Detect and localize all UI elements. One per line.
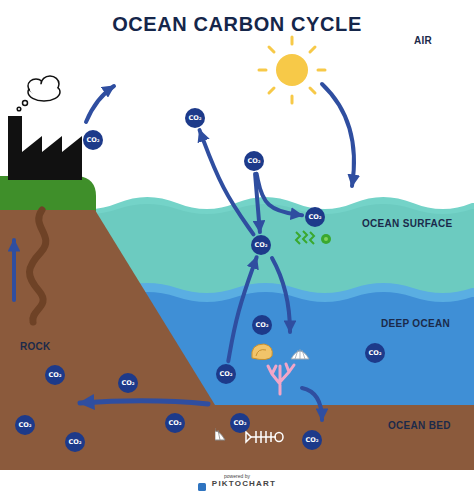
co2-bubble: CO₂ bbox=[185, 108, 205, 128]
factory-building bbox=[8, 116, 82, 180]
co2-bubble: CO₂ bbox=[165, 413, 185, 433]
co2-bubble: CO₂ bbox=[45, 365, 65, 385]
watermark: powered byPIKTOCHART bbox=[0, 474, 474, 488]
surface-wave bbox=[0, 204, 474, 470]
co2-bubble: CO₂ bbox=[216, 364, 236, 384]
co2-bubble: CO₂ bbox=[230, 413, 250, 433]
flow-arrow bbox=[255, 174, 260, 232]
co2-label: CO₂ bbox=[247, 158, 260, 165]
co2-label: CO₂ bbox=[121, 380, 134, 387]
region-label: DEEP OCEAN bbox=[381, 319, 450, 329]
coral bbox=[268, 364, 294, 394]
region-band: AIR CO₂ CO₂ CO₂ bbox=[0, 35, 474, 195]
rock-shape bbox=[0, 210, 215, 470]
region-band: OCEAN BED CO₂ CO₂ CO₂ bbox=[150, 405, 474, 470]
co2-label: CO₂ bbox=[305, 437, 318, 444]
region-label: OCEAN BED bbox=[388, 421, 451, 431]
smoke-cloud bbox=[17, 76, 60, 111]
region-band: ROCK CO₂ CO₂ CO₂ CO₂ bbox=[0, 205, 215, 470]
co2-label: CO₂ bbox=[188, 115, 201, 122]
sunlight-arrow bbox=[322, 84, 354, 186]
sea-plant bbox=[321, 234, 331, 244]
co2-bubble: CO₂ bbox=[244, 151, 264, 171]
co2-label: CO₂ bbox=[308, 214, 321, 221]
co2-label: CO₂ bbox=[86, 137, 99, 144]
sinking-arrow bbox=[272, 258, 290, 332]
settling-arrow bbox=[302, 388, 322, 420]
co2-label: CO₂ bbox=[68, 439, 81, 446]
emission-arrow bbox=[86, 86, 114, 122]
co2-bubble: CO₂ bbox=[305, 207, 325, 227]
grass-hill bbox=[0, 176, 96, 212]
co2-label: CO₂ bbox=[254, 242, 267, 249]
co2-label: CO₂ bbox=[368, 350, 381, 357]
factory bbox=[8, 76, 82, 180]
co2-label: CO₂ bbox=[168, 420, 181, 427]
fish-skeleton bbox=[246, 431, 283, 443]
co2-label: CO₂ bbox=[18, 422, 31, 429]
co2-bubble: CO₂ bbox=[118, 373, 138, 393]
co2-bubble: CO₂ bbox=[65, 432, 85, 452]
co2-bubble: CO₂ bbox=[15, 415, 35, 435]
flow-arrow bbox=[200, 130, 254, 234]
scallop-shell bbox=[291, 349, 309, 359]
co2-label: CO₂ bbox=[255, 322, 268, 329]
co2-bubble: CO₂ bbox=[302, 430, 322, 450]
ocean-surface-water bbox=[0, 197, 474, 470]
co2-bubble: CO₂ bbox=[251, 235, 271, 255]
sun bbox=[259, 37, 325, 103]
region-label: OCEAN SURFACE bbox=[362, 219, 453, 229]
flow-arrow bbox=[228, 257, 256, 361]
watermark-text: PIKTOCHART bbox=[198, 480, 276, 489]
flow-arrow bbox=[257, 174, 303, 215]
sun-rays bbox=[259, 37, 325, 103]
uplift-arrow bbox=[12, 240, 16, 300]
co2-bubble: CO₂ bbox=[252, 315, 272, 335]
region-label: AIR bbox=[414, 36, 432, 46]
co2-label: CO₂ bbox=[219, 371, 232, 378]
co2-label: CO₂ bbox=[48, 372, 61, 379]
region-label: ROCK bbox=[20, 342, 51, 352]
co2-bubble: CO₂ bbox=[365, 343, 385, 363]
snail-shell bbox=[252, 344, 273, 360]
sun-disc bbox=[276, 54, 308, 86]
smoke-fill bbox=[30, 84, 58, 96]
diagram-title: OCEAN CARBON CYCLE bbox=[0, 0, 474, 34]
co2-bubble: CO₂ bbox=[83, 130, 103, 150]
seaweed bbox=[296, 231, 314, 244]
watermark-icon bbox=[198, 483, 206, 491]
co2-label: CO₂ bbox=[233, 420, 246, 427]
